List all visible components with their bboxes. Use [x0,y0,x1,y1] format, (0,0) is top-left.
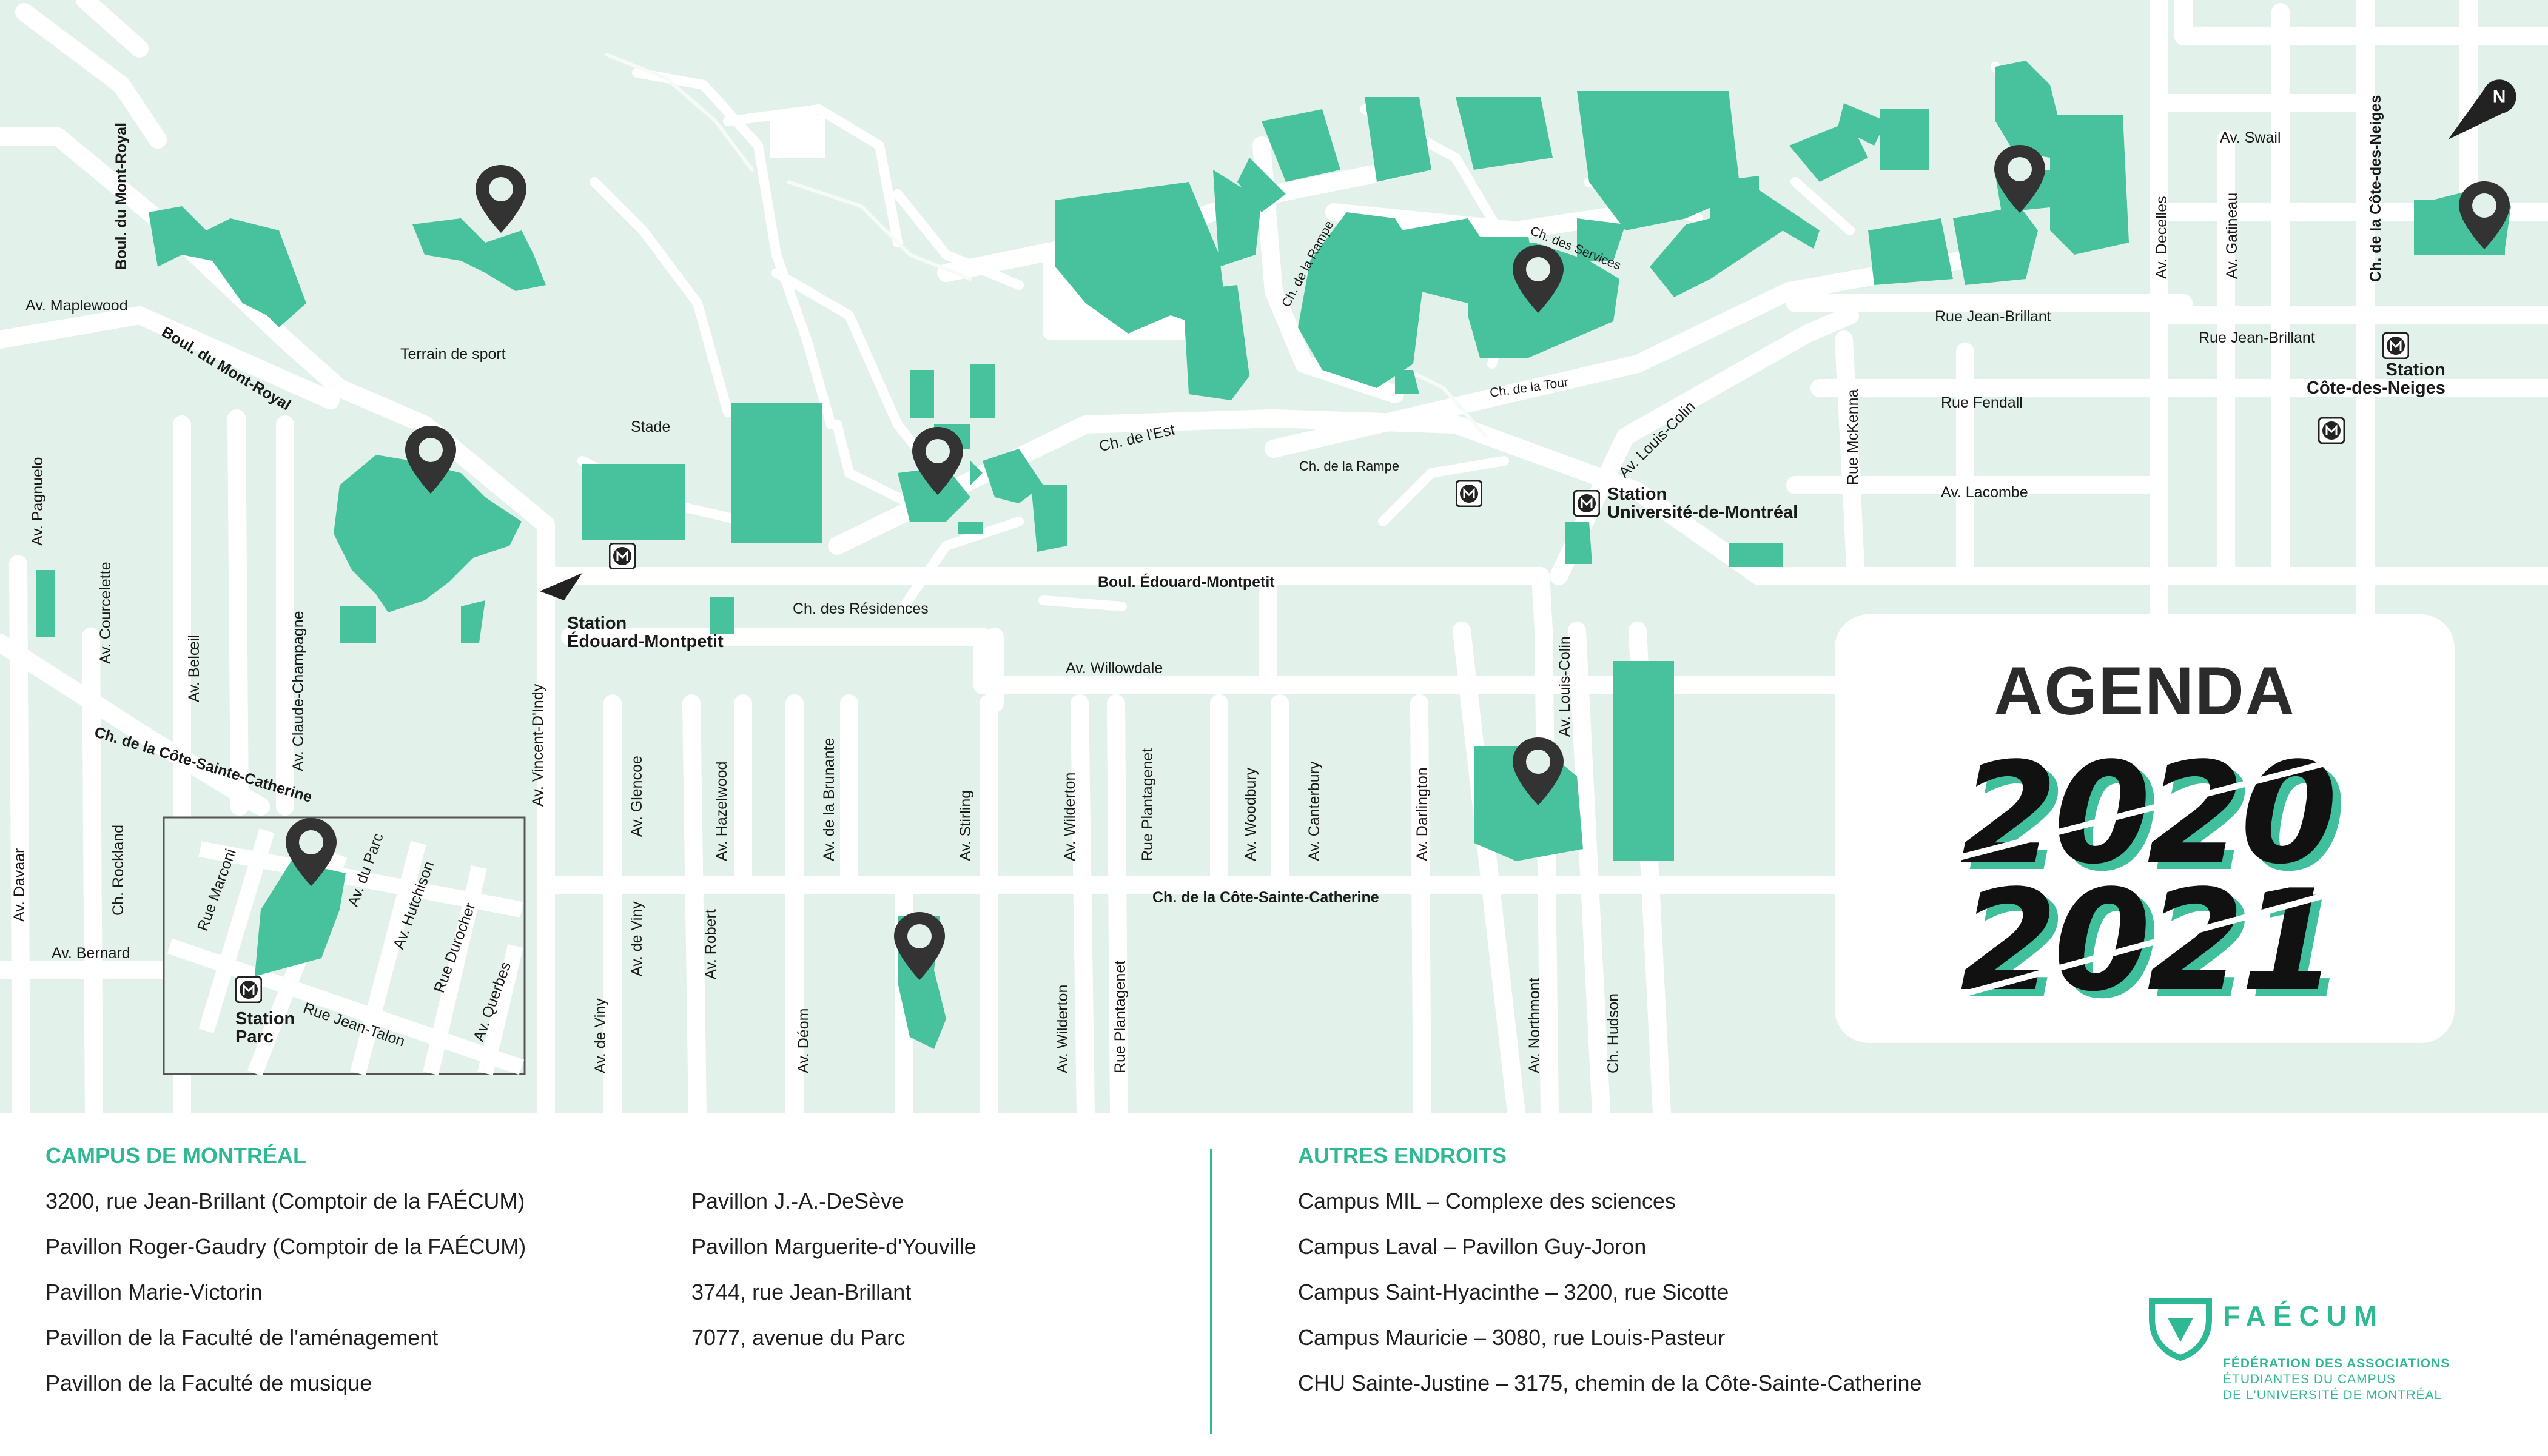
legend-item: CHU Sainte-Justine – 3175, chemin de la … [1298,1370,1922,1395]
street-label: Av. Maplewood [25,297,128,314]
shield-logo-icon [2149,1298,2212,1361]
legend-panel: CAMPUS DE MONTRÉAL 3200, rue Jean-Brilla… [0,1113,2548,1456]
inset-map-parc [163,816,526,1076]
legend-heading-autres: AUTRES ENDROITS [1298,1143,1507,1168]
street-label: Av. Darlington [1414,767,1431,861]
agenda-title: AGENDA [1994,653,2296,729]
station-label: Station Parc [235,1009,295,1047]
legend-item: Pavillon J.-A.-DeSève [691,1189,904,1213]
legend-item: Pavillon Roger-Gaudry (Comptoir de la FA… [45,1234,526,1259]
street-label: Rue Fendall [1941,394,2023,411]
street-label: Av. de la Brunante [821,737,838,861]
map-pin-icon[interactable] [402,423,460,496]
street-label: Rue McKenna [1844,389,1861,485]
metro-icon [2382,332,2409,359]
year-slash-decor [1943,754,2351,1002]
logo-tagline: ÉTUDIANTES DU CAMPUS [2223,1372,2396,1386]
street-label: Rue Plantagenet [1112,960,1129,1073]
metro-icon [1573,490,1600,517]
street-label: Rue Jean-Brillant [1935,308,2051,325]
street-label: Av. Déom [795,1008,812,1073]
street-label: Av. Robert [702,909,719,979]
legend-item: Campus Saint-Hyacinthe – 3200, rue Sicot… [1298,1280,1729,1304]
legend-item: 7077, avenue du Parc [691,1325,906,1350]
street-label: Av. Canterbury [1306,761,1323,861]
legend-item: Pavillon de la Faculté de musique [45,1370,372,1395]
street-label: Av. de Viny [592,998,609,1073]
logo-tagline: DE L'UNIVERSITÉ DE MONTRÉAL [2223,1388,2442,1402]
street-label: Av. Willowdale [1066,660,1163,677]
street-label: Ch. de la Côte-Sainte-Catherine [1152,889,1379,906]
street-label: Av. Pagnuelo [29,457,46,546]
street-label: Av. de Viny [628,901,645,976]
station-label: Station Université-de-Montréal [1607,485,1798,523]
street-label: Av. Swail [2220,129,2281,146]
map-pin-icon[interactable] [472,163,530,235]
station-pointer [540,573,582,600]
street-label: Av. Decelles [2153,196,2170,279]
agenda-years: 2020 2020 2021 2021 [1926,739,2368,1024]
legend-item: 3744, rue Jean-Brillant [691,1280,912,1304]
street-label: Ch. de la Rampe [1299,458,1400,474]
street-label: Av. Gatineau [2224,192,2240,279]
street-label: Av. Woodbury [1242,767,1259,861]
street-label: Ch. Rockland [110,824,127,916]
street-label: Av. Belœil [186,634,203,702]
street-label: Boul. du Mont-Royal [113,122,130,270]
street-label: Av. Glencoe [628,756,645,837]
map-pin-icon[interactable] [1991,143,2049,215]
street-label: Av. Wilderton [1061,772,1078,861]
map-pin-icon[interactable] [2455,179,2513,252]
logo-tagline: FÉDÉRATION DES ASSOCIATIONS [2223,1357,2450,1370]
metro-icon [1456,480,1482,507]
faecum-wordmark: FAÉCUM [2223,1300,2385,1332]
legend-divider [1210,1149,1212,1434]
agenda-card: AGENDA 2020 2020 2021 2021 [1835,614,2455,1043]
street-label: Av. Stirling [957,790,974,861]
street-label: Av. Louis-Colin [1556,636,1573,737]
street-label: Rue Jean-Brillant [2199,329,2315,346]
legend-item: Pavillon de la Faculté de l'aménagement [45,1325,439,1350]
street-label: Ch. Hudson [1605,993,1622,1073]
map-pin-icon[interactable] [1509,735,1567,808]
street-label: Av. Northmont [1526,978,1543,1073]
station-label: Station Côte-des-Neiges [2307,360,2445,398]
street-label: Ch. de la Côte-des-Neiges [2367,95,2384,282]
legend-heading-campus: CAMPUS DE MONTRÉAL [45,1143,306,1168]
map-pin-icon[interactable] [1509,243,1567,315]
year-shadow: 2021 [1968,868,2346,1030]
legend-item: Pavillon Marie-Victorin [45,1280,263,1304]
street-label: Av. Hazelwood [713,761,730,861]
year-2020: 2020 [1960,733,2338,895]
street-label: Rue Plantagenet [1139,748,1156,861]
street-label: Av. Davaar [11,848,28,922]
street-label: Ch. des Résidences [793,600,929,617]
street-label: Terrain de sport [400,346,506,363]
north-arrow-icon: N [2448,79,2516,139]
legend-item: Campus MIL – Complexe des sciences [1298,1189,1676,1213]
station-label: Station Édouard-Montpetit [567,614,724,652]
compass-label: N [2493,87,2506,107]
legend-item: Campus Laval – Pavillon Guy-Joron [1298,1234,1647,1259]
street-label: Av. Bernard [52,945,130,962]
faecum-logo: FAÉCUM FÉDÉRATION DES ASSOCIATIONS ÉTUDI… [2147,1295,2511,1428]
street-label: Boul. Édouard-Montpetit [1098,574,1275,591]
metro-icon [2318,417,2345,444]
map-pin-icon[interactable] [282,816,340,888]
campus-map: N [0,0,2548,1113]
street-label: Av. Lacombe [1941,484,2028,501]
map-pin-icon[interactable] [909,424,967,497]
street-label: Av. Courcelette [97,562,114,664]
metro-icon [609,543,636,569]
legend-item: Campus Mauricie – 3080, rue Louis-Pasteu… [1298,1325,1726,1350]
street-label: Av. Claude-Champagne [290,611,307,771]
street-label: Stade [631,418,671,435]
map-pin-icon[interactable] [890,910,949,982]
legend-item: Pavillon Marguerite-d'Youville [691,1234,977,1259]
legend-item: 3200, rue Jean-Brillant (Comptoir de la … [45,1189,525,1213]
street-label: Av. Vincent-D'Indy [529,683,546,807]
street-label: Av. Wilderton [1054,984,1071,1073]
metro-icon [235,976,262,1003]
